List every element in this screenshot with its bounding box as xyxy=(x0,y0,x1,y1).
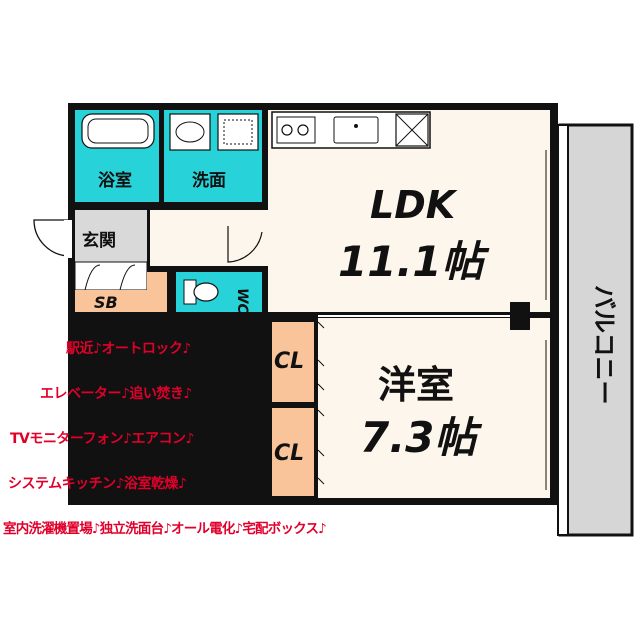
stove-burner-icon xyxy=(281,124,293,136)
sb-box xyxy=(75,290,147,312)
western-size: 7.3帖 xyxy=(360,413,482,462)
balcony-label: バルコニー xyxy=(590,285,618,405)
hallway xyxy=(150,210,262,266)
washroom-label: 洗面 xyxy=(192,170,226,191)
closet-bottom-label: CL xyxy=(274,441,304,466)
kitchen-counter xyxy=(271,111,431,149)
western-name: 洋室 xyxy=(378,363,454,407)
wc-label: WC xyxy=(234,288,250,314)
entrance-floor xyxy=(75,210,147,262)
bathtub-icon xyxy=(81,113,155,149)
entrance-label: 玄関 xyxy=(82,230,116,251)
closet-top-label: CL xyxy=(274,349,304,374)
ldk-name: LDK xyxy=(370,183,458,227)
sink-icon xyxy=(333,116,379,144)
closet-bottom xyxy=(272,408,314,496)
ldk-size: 11.1帖 xyxy=(338,237,490,286)
entrance-door-icon xyxy=(33,219,71,257)
sb-label: SB xyxy=(94,293,118,312)
closet-top xyxy=(272,322,314,402)
stove-burner-icon xyxy=(297,124,309,136)
balcony: バルコニー xyxy=(557,123,634,537)
bath-label: 浴室 xyxy=(98,170,132,191)
toilet-icon xyxy=(193,282,219,302)
wash-basin-icon xyxy=(169,113,211,151)
western-room xyxy=(318,318,550,498)
